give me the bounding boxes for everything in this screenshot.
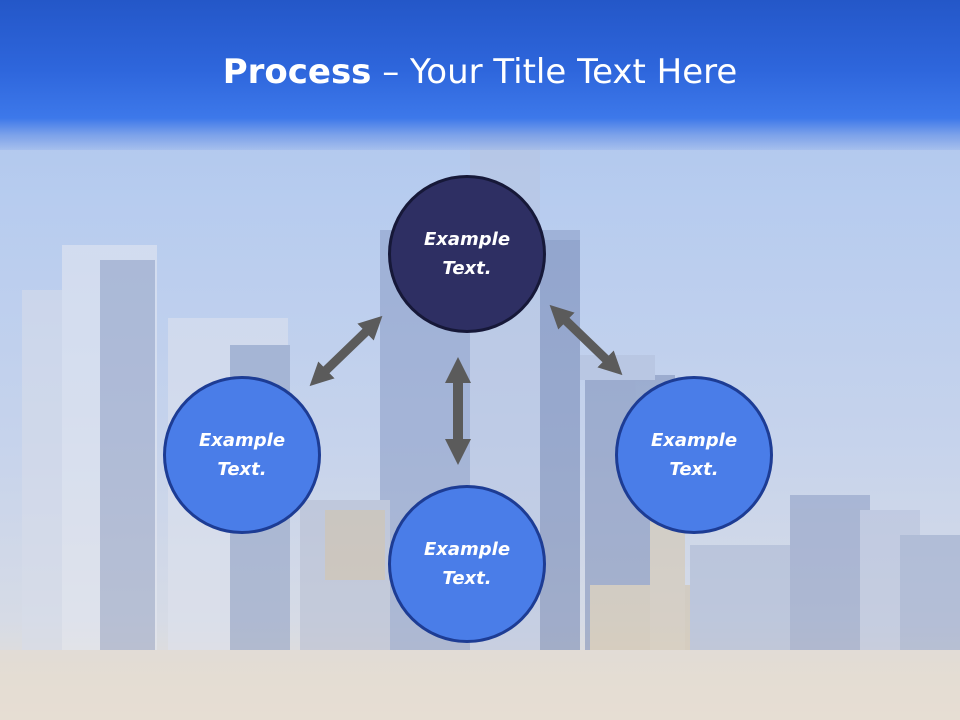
process-node-bottom: Example Text. — [388, 485, 546, 643]
title-rest: – Your Title Text Here — [371, 52, 738, 92]
title-banner: Process – Your Title Text Here — [0, 0, 960, 150]
title-bold: Process — [222, 52, 372, 92]
process-node-left: Example Text. — [163, 376, 321, 534]
process-node-top: Example Text. — [388, 175, 546, 333]
node-right-label: Example Text. — [650, 430, 738, 480]
node-left-label: Example Text. — [198, 430, 286, 480]
node-top-label: Example Text. — [423, 229, 511, 279]
node-bottom-label: Example Text. — [423, 539, 511, 589]
process-node-right: Example Text. — [615, 376, 773, 534]
arrow-top-left — [309, 315, 383, 387]
slide-title: Process – Your Title Text Here — [0, 52, 960, 92]
arrow-top-right — [549, 304, 623, 376]
